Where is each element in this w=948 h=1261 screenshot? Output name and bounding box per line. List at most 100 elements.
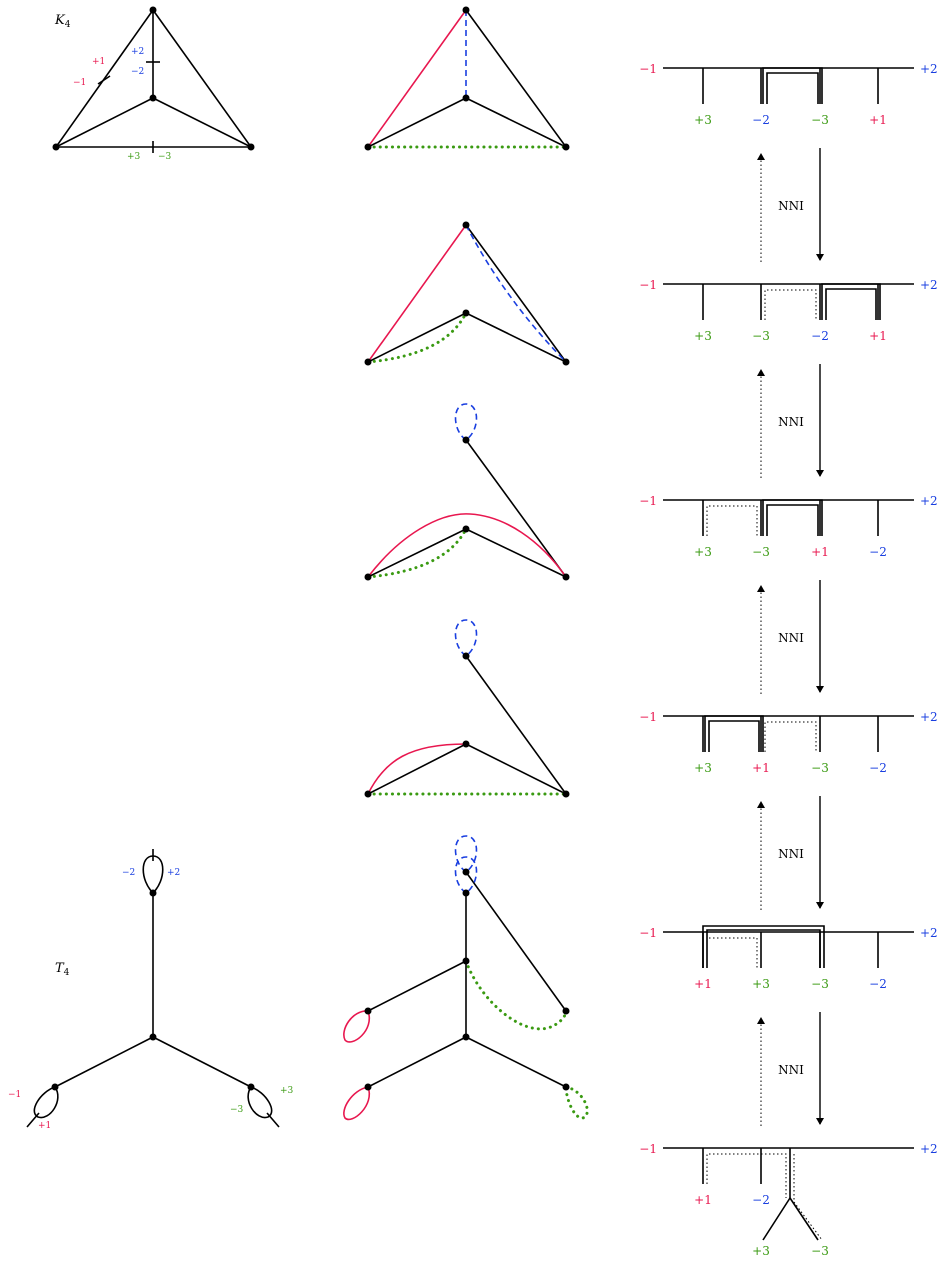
- chord-dotted-branch: [793, 1154, 823, 1241]
- chord-tick-label: −3: [811, 113, 829, 127]
- vertex: [462, 1033, 470, 1041]
- chord-tick-label: +1: [869, 113, 887, 127]
- chord-row-1: −1 +2 +3 −2 −3 +1: [639, 62, 937, 127]
- chord-end-label-right: +2: [920, 278, 938, 292]
- vertex: [52, 143, 60, 151]
- t4-label-left-inner: +1: [38, 1121, 51, 1131]
- vertex: [462, 868, 470, 876]
- vertex: [462, 221, 470, 229]
- chord-tick-label: +1: [811, 545, 829, 559]
- vertex: [562, 790, 570, 798]
- chord-end-label-right: +2: [920, 494, 938, 508]
- k4-label-plus1: +1: [92, 57, 105, 67]
- chord-dotted-bracket: [706, 505, 758, 536]
- t4-title: T4: [55, 961, 70, 978]
- chord-tick-label: +1: [694, 977, 712, 991]
- vertex: [51, 1083, 59, 1091]
- vertex: [247, 1083, 255, 1091]
- chord-diagrams: −1+2+3−2−3+1NNI−1+2+3−3−2+1NNI−1+2+3−3+1…: [639, 62, 937, 1258]
- vertex: [462, 740, 470, 748]
- vertex: [562, 358, 570, 366]
- t4-label-top-left: −2: [122, 868, 135, 878]
- chord-end-label-left: −1: [639, 926, 657, 940]
- chord-tick-label: −2: [869, 761, 887, 775]
- nni-label: NNI: [778, 631, 804, 645]
- chord-tick-label: −3: [752, 329, 770, 343]
- vertex: [562, 1083, 570, 1091]
- nni-label: NNI: [778, 415, 804, 429]
- chord-bracket: [821, 283, 881, 320]
- chord-tick-label: −2: [752, 113, 770, 127]
- chord-tick-label: −2: [869, 545, 887, 559]
- vertex: [462, 6, 470, 14]
- chord-end-label-right: +2: [920, 710, 938, 724]
- vertex: [364, 1083, 372, 1091]
- vertex: [149, 94, 157, 102]
- chord-tick-label: +3: [694, 545, 712, 559]
- chord-bracket-inner: [766, 72, 819, 104]
- chord-end-label-right: +2: [920, 926, 938, 940]
- nni-label: NNI: [778, 199, 804, 213]
- chord-tick-label: −2: [752, 1193, 770, 1207]
- chord-bracket: [704, 715, 764, 752]
- vertex: [149, 889, 157, 897]
- vertex: [562, 143, 570, 151]
- chord-row-3: −1+2+3−3+1−2: [639, 494, 937, 559]
- chord-tick-label: +3: [694, 761, 712, 775]
- k4-graph: [55, 9, 252, 153]
- middle-panel-5-vertices: [364, 868, 570, 1015]
- vertex: [364, 358, 372, 366]
- middle-panel-3-vertices: [364, 436, 570, 581]
- chord-end-label-left: −1: [639, 494, 657, 508]
- chord-bracket-inner: [766, 504, 819, 536]
- vertex: [462, 652, 470, 660]
- nni-arrow-pair: NNI: [757, 796, 824, 910]
- vertex: [364, 573, 372, 581]
- middle-panel-4: [366, 619, 568, 796]
- chord-tick-label: +1: [752, 761, 770, 775]
- vertex: [462, 889, 470, 897]
- vertex: [364, 790, 372, 798]
- chord-row-2: −1+2+3−3−2+1: [639, 278, 937, 343]
- k4-label-plus3: +3: [127, 152, 141, 162]
- k4-label-plus2: +2: [131, 47, 144, 57]
- nni-arrow-pair: NNI: [757, 1012, 824, 1126]
- nni-arrow-pair: NNI: [757, 364, 824, 478]
- vertex: [462, 309, 470, 317]
- chord-end-label-left: −1: [639, 710, 657, 724]
- k4-label-minus1: −1: [73, 78, 86, 88]
- chord-dotted-bracket: [706, 1153, 787, 1198]
- middle-panel-1: [366, 9, 568, 149]
- vertex: [562, 573, 570, 581]
- t4-label-left-outer: −1: [8, 1090, 21, 1100]
- t4-vertices: [51, 889, 255, 1091]
- middle-panel-4-vertices: [364, 652, 570, 798]
- vertex: [462, 94, 470, 102]
- t4-graph: [26, 849, 280, 1128]
- chord-end-label-left: −1: [639, 1142, 657, 1156]
- t4-label-top-right: +2: [167, 868, 180, 878]
- middle-panel-2: [366, 224, 567, 364]
- nni-label: NNI: [778, 1063, 804, 1077]
- chord-end-label-right: +2: [920, 62, 938, 76]
- chord-tick-label: −3: [811, 761, 829, 775]
- chord-tick-label: −3: [811, 1244, 829, 1258]
- nni-arrow-pair: NNI: [757, 580, 824, 694]
- chord-fork-right: [789, 1197, 819, 1241]
- chord-bracket-inner: [825, 288, 877, 320]
- k4-label-minus3: −3: [158, 152, 172, 162]
- chord-fork-left: [762, 1197, 791, 1241]
- chord-bracket: [702, 925, 825, 968]
- k4-label-minus2: −2: [131, 67, 144, 77]
- chord-tick-label: +3: [694, 113, 712, 127]
- middle-panel-5: [343, 835, 568, 1043]
- chord-tick-label: −2: [811, 329, 829, 343]
- chord-bracket: [762, 499, 823, 536]
- k4-vertices: [52, 6, 255, 151]
- vertex: [462, 525, 470, 533]
- chord-bracket-inner: [706, 929, 821, 968]
- nni-arrow-pair: NNI: [757, 148, 824, 262]
- chord-end-label-left: −1: [639, 62, 657, 76]
- vertex: [149, 6, 157, 14]
